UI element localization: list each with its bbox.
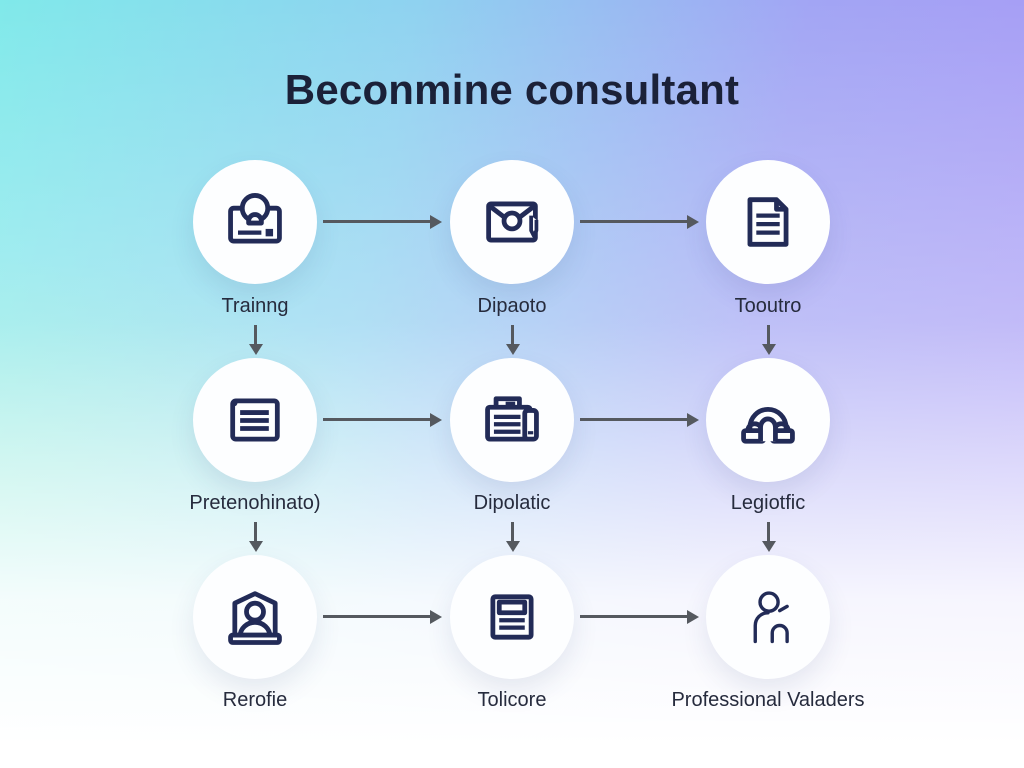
sealed-envelope-icon bbox=[486, 201, 539, 243]
arrow-right-icon bbox=[323, 215, 442, 229]
step-label: Tolicore bbox=[477, 689, 547, 711]
document-icon bbox=[747, 197, 789, 247]
newspaper-icon bbox=[490, 594, 534, 640]
arrow-right-icon bbox=[580, 413, 699, 427]
step-label: Legiotfic bbox=[730, 492, 806, 514]
step-node bbox=[193, 358, 317, 482]
arrow-down-icon bbox=[762, 325, 776, 355]
arrow-right-icon bbox=[580, 610, 699, 624]
arrow-right-icon bbox=[580, 215, 699, 229]
arrow-down-icon bbox=[249, 325, 263, 355]
arrow-down-icon bbox=[506, 325, 520, 355]
step-node bbox=[706, 358, 830, 482]
arrow-down-icon bbox=[762, 522, 776, 552]
step-node bbox=[706, 555, 830, 679]
arrow-down-icon bbox=[249, 522, 263, 552]
step-label: Dipolatic bbox=[473, 492, 551, 514]
step-label: Pretenohinato) bbox=[189, 492, 321, 514]
step-node bbox=[450, 358, 574, 482]
page-title: Beconmine consultant bbox=[284, 66, 740, 113]
arrow-right-icon bbox=[323, 413, 442, 427]
step-node bbox=[450, 160, 574, 284]
training-certificate-icon bbox=[228, 193, 282, 244]
arrow-right-icon bbox=[323, 610, 442, 624]
step-node bbox=[450, 555, 574, 679]
step-label: Dipaoto bbox=[477, 295, 547, 317]
arch-monument-icon bbox=[741, 407, 795, 444]
step-node bbox=[193, 160, 317, 284]
step-node bbox=[193, 555, 317, 679]
printed-document-icon bbox=[485, 396, 539, 442]
note-card-icon bbox=[230, 398, 280, 442]
step-node bbox=[706, 160, 830, 284]
person-outline-icon bbox=[753, 591, 789, 644]
step-label: Professional Valaders bbox=[671, 689, 865, 711]
step-label: Tooutro bbox=[734, 295, 802, 317]
person-portrait-icon bbox=[228, 591, 282, 645]
arrow-down-icon bbox=[506, 522, 520, 552]
step-label: Trainng bbox=[221, 295, 289, 317]
step-label: Rerofie bbox=[222, 689, 288, 711]
